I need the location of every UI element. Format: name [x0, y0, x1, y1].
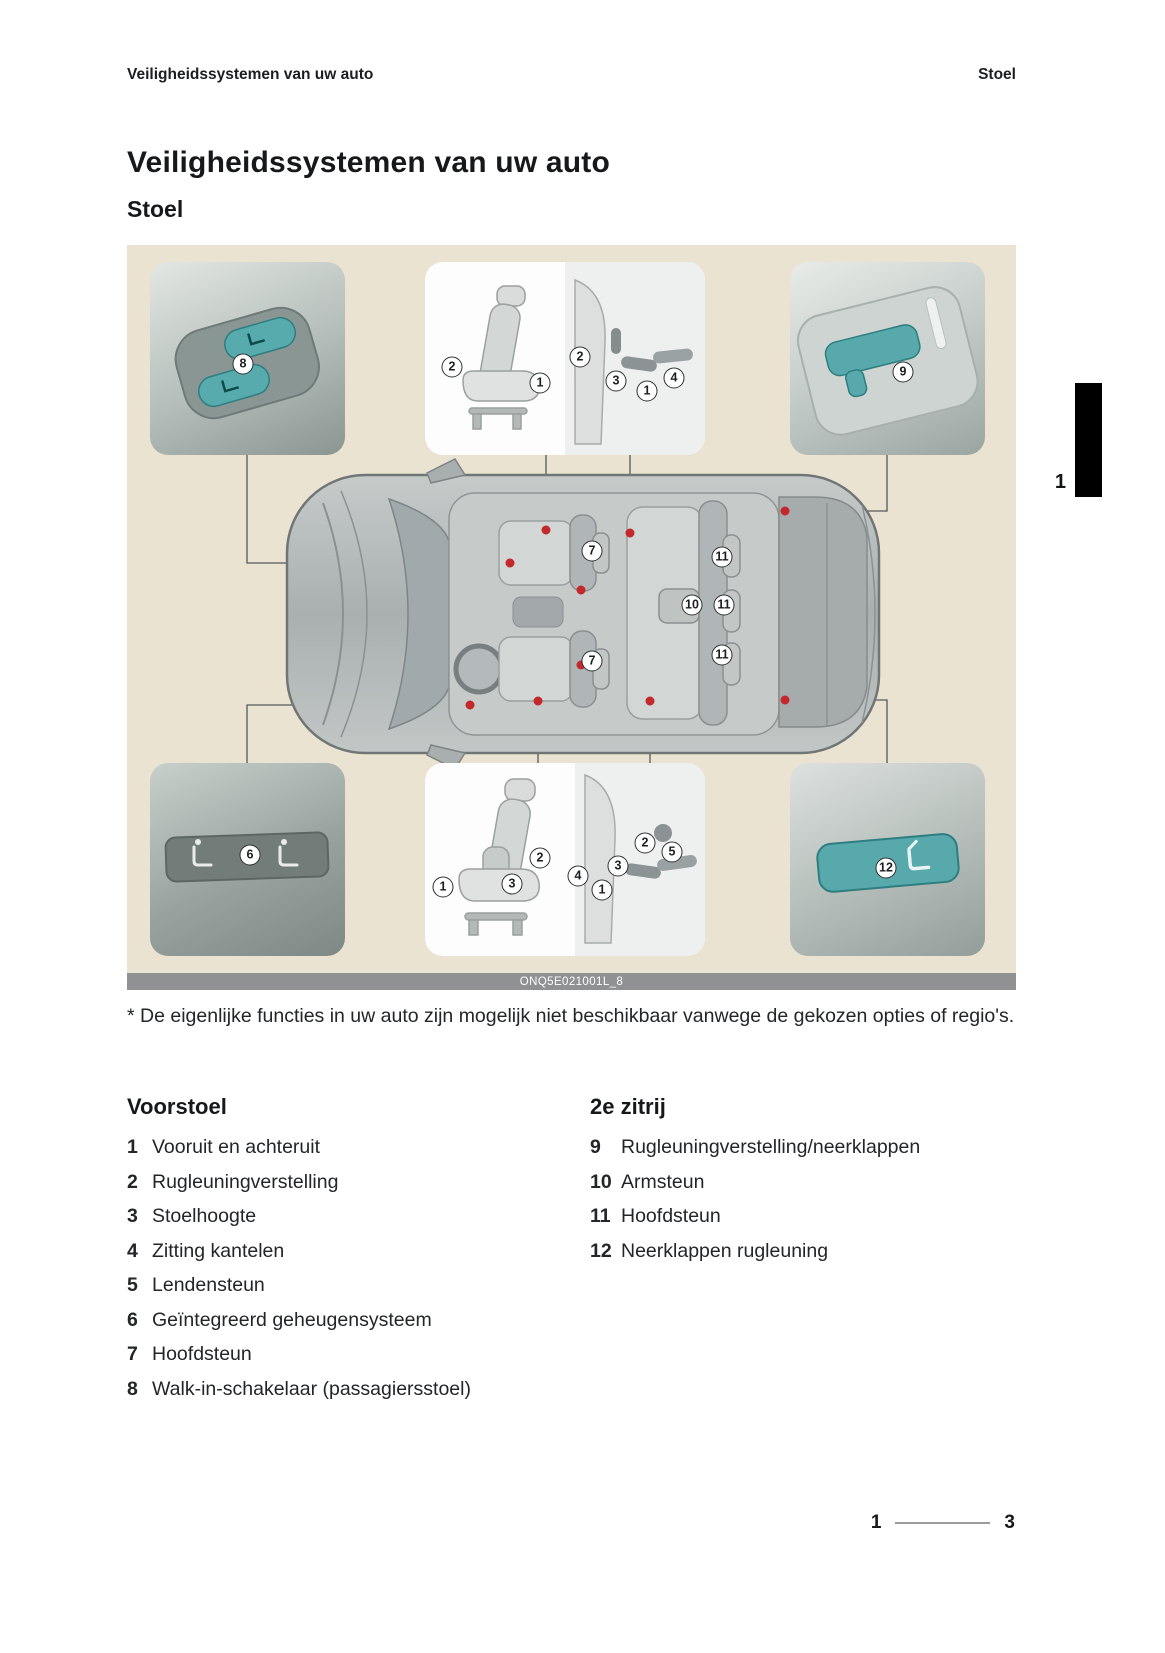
- panel-front-seat-controls: 2 1 2 3 1 4: [425, 262, 705, 455]
- callout-11: 11: [711, 644, 733, 666]
- legend-item-label: Armsteun: [621, 1170, 705, 1193]
- panel-fold-down-switch: 12: [790, 763, 985, 956]
- callout-5: 5: [661, 841, 683, 863]
- callout-anchor-dots: [465, 506, 790, 710]
- callout-2: 2: [441, 356, 463, 378]
- page-title: Veiligheidssystemen van uw auto: [127, 146, 611, 179]
- page-subtitle: Stoel: [127, 196, 184, 222]
- legend-item-number: 5: [127, 1274, 138, 1296]
- driver-seat-side-view-illustration: [458, 763, 705, 956]
- legend-item: 5 Lendensteun: [127, 1274, 590, 1309]
- legend-front-seat-title: Voorstoel: [127, 1094, 227, 1119]
- callout-1: 1: [432, 876, 454, 898]
- legend-item-label: Hoofdsteun: [621, 1205, 721, 1227]
- legend: Voorstoel 1 Vooruit en achteruit 2 Rugleun…: [127, 1094, 1016, 1412]
- panel-second-row-recline-control: 9: [790, 262, 985, 455]
- legend-item-number: 4: [127, 1239, 138, 1262]
- legend-item-label: Geïntegreerd geheugensysteem: [152, 1308, 432, 1331]
- legend-item-label: Zitting kantelen: [152, 1239, 285, 1262]
- legend-item-label: Vooruit en achteruit: [152, 1136, 321, 1158]
- legend-item: 6 Geïntegreerd geheugensysteem: [127, 1309, 590, 1344]
- legend-item-label: Lendensteun: [152, 1274, 265, 1296]
- legend-item: 4 Zitting kantelen: [127, 1240, 590, 1275]
- legend-item-number: 2: [127, 1170, 138, 1193]
- legend-item: 1 Vooruit en achteruit: [127, 1136, 590, 1171]
- legend-item-number: 6: [127, 1308, 138, 1331]
- figure-code-bar: ONQ5E021001L_8: [127, 973, 1016, 990]
- front-seat-side-view-illustration: [462, 262, 705, 455]
- panel-walk-in-switch: 8: [150, 262, 345, 455]
- footer-chapter-number: 1: [870, 1512, 882, 1533]
- footnote: * De eigenlijke functies in uw auto zijn…: [127, 1001, 1019, 1031]
- legend-front-seat: Voorstoel 1 Vooruit en achteruit 2 Rugleun…: [127, 1094, 590, 1412]
- header-section-title: Veiligheidssystemen van uw auto: [127, 66, 374, 83]
- legend-item-number: 9: [590, 1136, 601, 1158]
- page-footer: 1 3: [871, 1512, 1015, 1534]
- legend-item-number: 12: [590, 1239, 612, 1262]
- callout-9: 9: [892, 361, 914, 383]
- legend-item: 8 Walk-in-schakelaar (passagiersstoel): [127, 1378, 590, 1413]
- legend-second-row-title: 2e zitrij: [590, 1094, 666, 1119]
- legend-item-number: 3: [127, 1205, 138, 1227]
- legend-second-row-list: 9 Rugleuningverstelling/neerklappen 10 Arm…: [590, 1136, 1016, 1274]
- callout-7: 7: [581, 540, 603, 562]
- callout-1: 1: [529, 372, 551, 394]
- page-header: Veiligheidssystemen van uw auto Stoel: [127, 66, 1016, 84]
- seat-overview-figure: 8 2 1 2 3 1 4: [127, 245, 1016, 990]
- recline-control-illustration: [796, 286, 979, 436]
- legend-item-label: Neerklappen rugleuning: [621, 1239, 829, 1262]
- callout-4: 4: [663, 367, 685, 389]
- legend-second-row: 2e zitrij 9 Rugleuningverstelling/neerkla…: [590, 1094, 1016, 1412]
- chapter-tab: [1075, 383, 1102, 497]
- callout-10: 10: [681, 594, 703, 616]
- legend-item-number: 1: [127, 1136, 138, 1158]
- header-topic-title: Stoel: [978, 66, 1016, 83]
- footnote-text: De eigenlijke functies in uw auto zijn m…: [140, 1005, 1015, 1027]
- legend-item: 10 Armsteun: [590, 1171, 1016, 1206]
- callout-2: 2: [529, 847, 551, 869]
- footer-divider-line: [895, 1522, 991, 1524]
- footer-page-number: 3: [1004, 1512, 1015, 1533]
- legend-item: 3 Stoelhoogte: [127, 1205, 590, 1240]
- figure-code: ONQ5E021001L_8: [519, 975, 624, 988]
- chapter-tab-number: 1: [1054, 471, 1066, 493]
- callout-3: 3: [501, 873, 523, 895]
- legend-item-label: Walk-in-schakelaar (passagiersstoel): [152, 1377, 471, 1400]
- legend-item: 9 Rugleuningverstelling/neerklappen: [590, 1136, 1016, 1171]
- legend-item-number: 7: [127, 1343, 138, 1365]
- callout-3: 3: [607, 855, 629, 877]
- car-body: [285, 458, 881, 770]
- legend-item: 12 Neerklappen rugleuning: [590, 1240, 1016, 1275]
- panel-driver-seat-controls: 1 3 2 4 1 3 2 5: [425, 763, 705, 956]
- legend-item: 7 Hoofdsteun: [127, 1343, 590, 1378]
- legend-item-number: 10: [590, 1170, 612, 1193]
- legend-item-number: 8: [127, 1377, 138, 1400]
- callout-3: 3: [605, 370, 627, 392]
- callout-2: 2: [634, 832, 656, 854]
- legend-item-label: Hoofdsteun: [152, 1343, 252, 1365]
- car-top-view-illustration: [246, 455, 888, 770]
- panel-memory-system: 6: [150, 763, 345, 956]
- callout-6: 6: [239, 844, 261, 866]
- legend-item-label: Rugleuningverstelling: [152, 1170, 339, 1193]
- callout-2: 2: [569, 346, 591, 368]
- callout-4: 4: [567, 865, 589, 887]
- legend-item: 11 Hoofdsteun: [590, 1205, 1016, 1240]
- legend-item-number: 11: [590, 1205, 611, 1227]
- legend-front-seat-list: 1 Vooruit en achteruit 2 Rugleuningverstel…: [127, 1136, 590, 1412]
- legend-item-label: Rugleuningverstelling/neerklappen: [621, 1136, 921, 1158]
- callout-1: 1: [636, 380, 658, 402]
- legend-item: 2 Rugleuningverstelling: [127, 1171, 590, 1206]
- footnote-marker: *: [127, 1005, 135, 1027]
- callout-1: 1: [591, 879, 613, 901]
- callout-12: 12: [875, 857, 897, 879]
- callout-11: 11: [713, 594, 735, 616]
- callout-8: 8: [232, 353, 254, 375]
- callout-11: 11: [711, 546, 733, 568]
- callout-7: 7: [581, 650, 603, 672]
- legend-item-label: Stoelhoogte: [152, 1205, 257, 1227]
